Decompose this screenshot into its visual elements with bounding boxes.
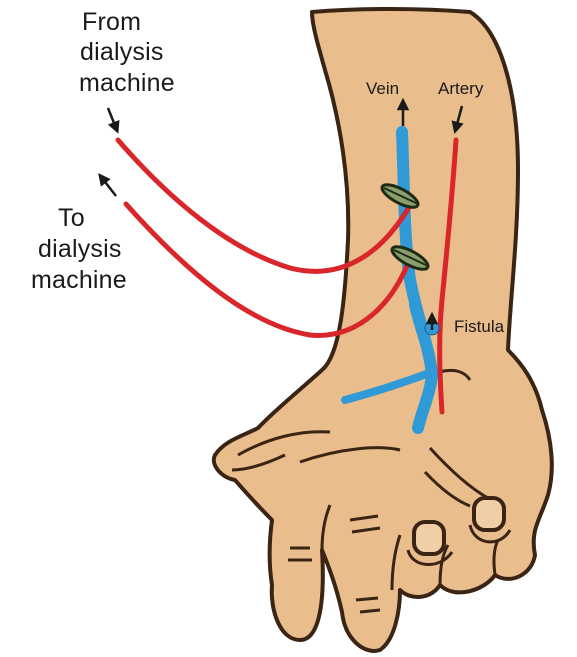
arrow-to-machine: [102, 178, 116, 196]
label-to-line2: dialysis: [38, 237, 122, 262]
arrow-from-machine: [108, 108, 116, 128]
label-vein: Vein: [366, 80, 399, 97]
fingernail-2: [474, 498, 504, 530]
label-from-line3: machine: [79, 71, 175, 96]
label-from-line1: From: [82, 10, 141, 35]
fingernail-1: [414, 522, 444, 554]
label-from-line2: dialysis: [80, 40, 164, 65]
label-to-line3: machine: [31, 268, 127, 293]
label-to-line1: To: [58, 206, 85, 231]
label-artery: Artery: [438, 80, 483, 97]
label-fistula: Fistula: [454, 318, 504, 335]
